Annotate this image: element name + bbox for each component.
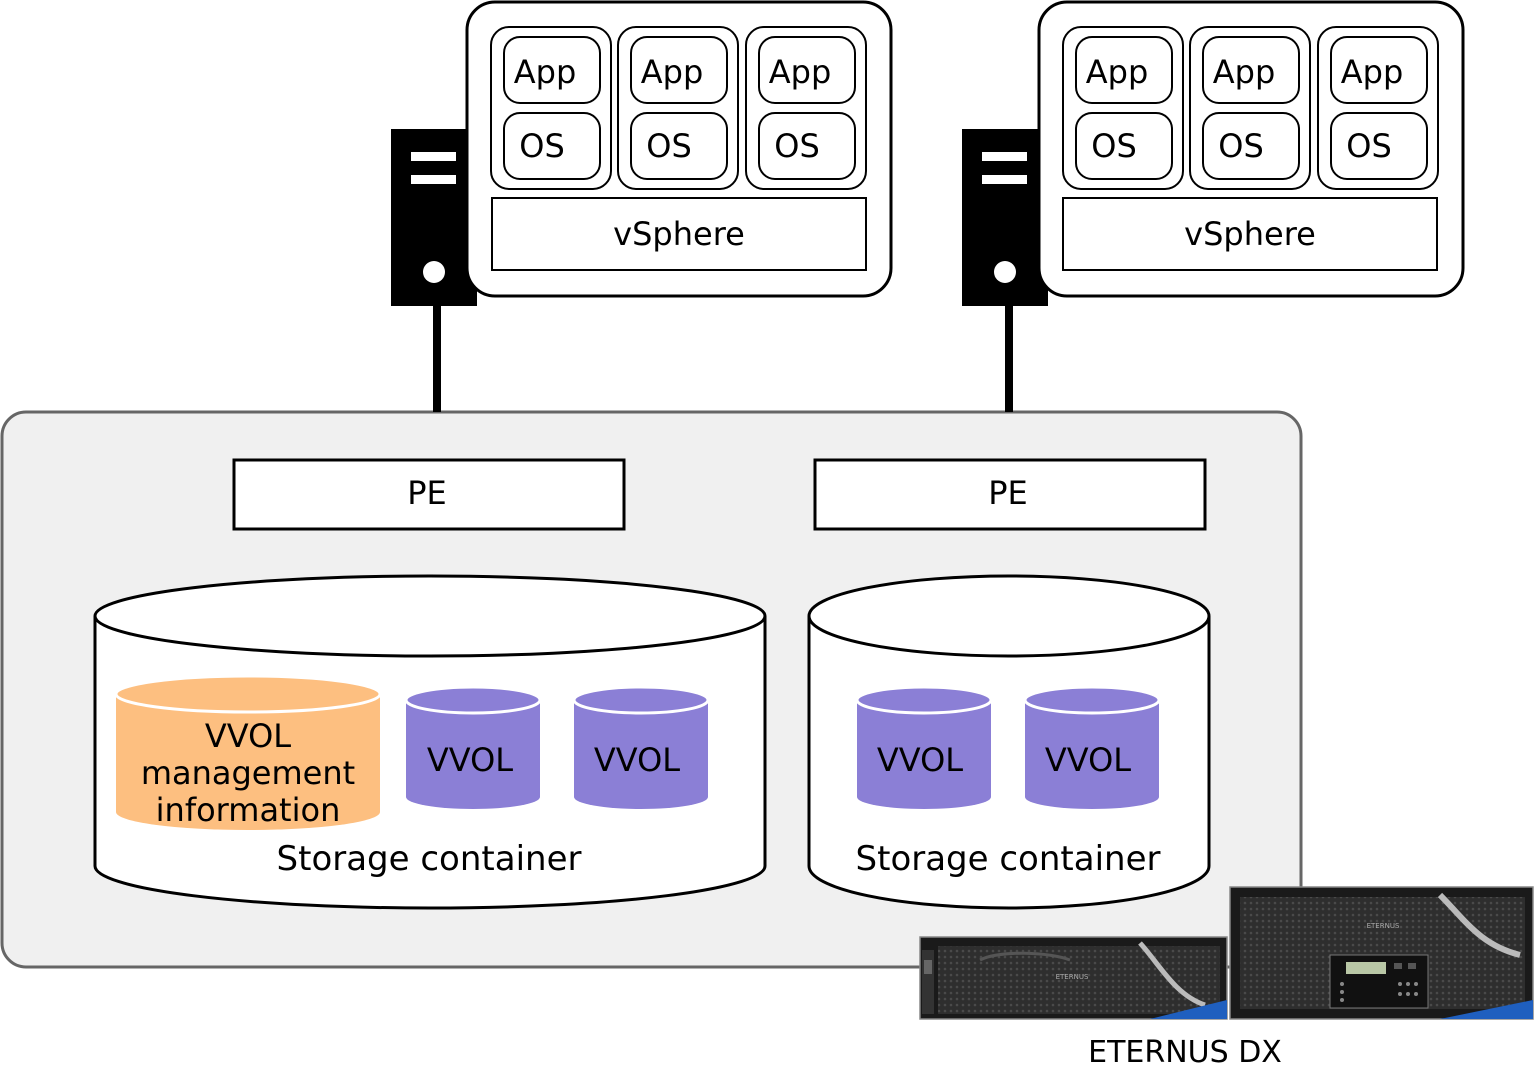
vvol-label: VVOL (1045, 741, 1131, 779)
vsphere-label: vSphere (1184, 215, 1316, 253)
pe-label-2: PE (988, 474, 1028, 512)
app-box (758, 36, 856, 104)
os-label: OS (1346, 127, 1392, 165)
storage-container-2: VVOL VVOL Storage container (807, 574, 1211, 910)
vsphere-box (1062, 197, 1438, 271)
os-box (630, 112, 728, 180)
app-label: App (1341, 53, 1404, 91)
storage-array-large: ETERNUS (1229, 886, 1534, 1020)
pe-box-2 (813, 458, 1207, 531)
pe-label-1: PE (407, 474, 447, 512)
os-label: OS (1218, 127, 1264, 165)
host-1: App OS App OS App OS vSphere (391, 0, 893, 306)
host-2: App OS App OS App OS vSphere (962, 0, 1465, 306)
vvol-label: VVOL (427, 741, 513, 779)
app-label: App (769, 53, 832, 91)
device-brand-small: ETERNUS (1056, 973, 1089, 981)
os-box (758, 112, 856, 180)
storage-container-label: Storage container (277, 839, 582, 879)
app-label: App (1086, 53, 1149, 91)
vvol-1: VVOL (404, 685, 542, 809)
vvol-label: VVOL (877, 741, 963, 779)
app-box (1075, 36, 1173, 104)
os-label: OS (646, 127, 692, 165)
mgmt-line-1: VVOL (205, 717, 291, 755)
os-box (1202, 112, 1300, 180)
storage-array-small: ETERNUS (919, 936, 1228, 1020)
vvol-2: VVOL (572, 685, 710, 809)
os-label: OS (519, 127, 565, 165)
vm-2: App OS (1189, 26, 1311, 190)
app-box (1330, 36, 1428, 104)
os-label: OS (774, 127, 820, 165)
app-label: App (641, 53, 704, 91)
vm-3: App OS (1317, 26, 1439, 190)
os-box (1330, 112, 1428, 180)
mgmt-line-3: information (156, 791, 341, 829)
vvol-3: VVOL (855, 685, 993, 809)
vsphere-box (491, 197, 867, 271)
os-label: OS (1091, 127, 1137, 165)
vm-2: App OS (617, 26, 739, 190)
app-box (630, 36, 728, 104)
pe-box-1 (232, 458, 626, 531)
os-box (503, 112, 601, 180)
server-tower-icon (391, 129, 477, 306)
storage-container-label: Storage container (856, 839, 1161, 879)
server-tower-icon (962, 129, 1048, 306)
app-label: App (514, 53, 577, 91)
vvol-label: VVOL (594, 741, 680, 779)
os-box (1075, 112, 1173, 180)
app-label: App (1213, 53, 1276, 91)
vvol-management-volume: VVOL management information (114, 674, 382, 830)
vsphere-label: vSphere (613, 215, 745, 253)
vm-1: App OS (1062, 26, 1184, 190)
app-box (1202, 36, 1300, 104)
storage-container-1: VVOL management information VVOL VVOL St… (93, 574, 767, 910)
eternus-dx-label: ETERNUS DX (1088, 1035, 1282, 1070)
lcd-display (1346, 962, 1386, 974)
mgmt-line-2: management (141, 754, 355, 792)
device-brand-large: ETERNUS (1367, 922, 1400, 930)
vvol-4: VVOL (1023, 685, 1161, 809)
app-box (503, 36, 601, 104)
vm-1: App OS (490, 26, 612, 190)
vm-3: App OS (745, 26, 867, 190)
